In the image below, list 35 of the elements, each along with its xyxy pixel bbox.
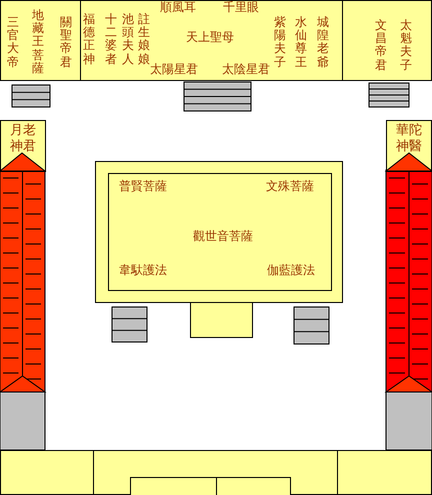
deity-name: 太魁夫子 bbox=[400, 19, 412, 72]
deity-name: 十二婆者 bbox=[105, 13, 117, 66]
deity-name: 伽藍護法 bbox=[267, 264, 315, 278]
floor-area bbox=[130, 477, 217, 495]
deity-name: 普賢菩薩 bbox=[119, 180, 167, 194]
floor-area bbox=[337, 450, 432, 495]
deity-name: 順風耳 bbox=[160, 1, 196, 14]
floor-area bbox=[190, 302, 253, 338]
deity-name: 紫陽夫子 bbox=[274, 16, 286, 69]
altar-area bbox=[342, 0, 432, 81]
deity-name: 池頭夫人 bbox=[122, 13, 134, 66]
deity-name: 水仙尊王 bbox=[295, 16, 307, 69]
altar-area bbox=[0, 0, 81, 81]
deity-name: 文殊菩薩 bbox=[266, 180, 314, 194]
floor-area bbox=[95, 161, 343, 303]
deity-name: 千里眼 bbox=[223, 1, 259, 14]
deity-name: 華陀神醫 bbox=[395, 123, 423, 156]
floor-area bbox=[216, 477, 291, 495]
deity-name: 註生娘娘 bbox=[138, 13, 150, 66]
deity-name: 地藏王菩薩 bbox=[32, 9, 44, 75]
deity-name: 文昌帝君 bbox=[375, 19, 387, 72]
altar-area bbox=[80, 0, 343, 81]
deity-name: 韋馱護法 bbox=[119, 264, 167, 278]
floor-area bbox=[0, 450, 94, 495]
deity-name: 三官大帝 bbox=[7, 16, 19, 69]
deity-name: 月老神君 bbox=[9, 123, 37, 156]
deity-name: 太陽星君 bbox=[150, 63, 198, 76]
floor-area bbox=[93, 450, 338, 495]
deity-name: 觀世音菩薩 bbox=[193, 230, 253, 244]
altar-area bbox=[108, 173, 332, 291]
deity-name: 福德正神 bbox=[83, 13, 95, 66]
deity-name: 城隍老爺 bbox=[317, 16, 329, 69]
deity-name: 太陰星君 bbox=[222, 63, 270, 76]
deity-name: 天上聖母 bbox=[186, 31, 234, 44]
deity-name: 關聖帝君 bbox=[60, 16, 72, 69]
